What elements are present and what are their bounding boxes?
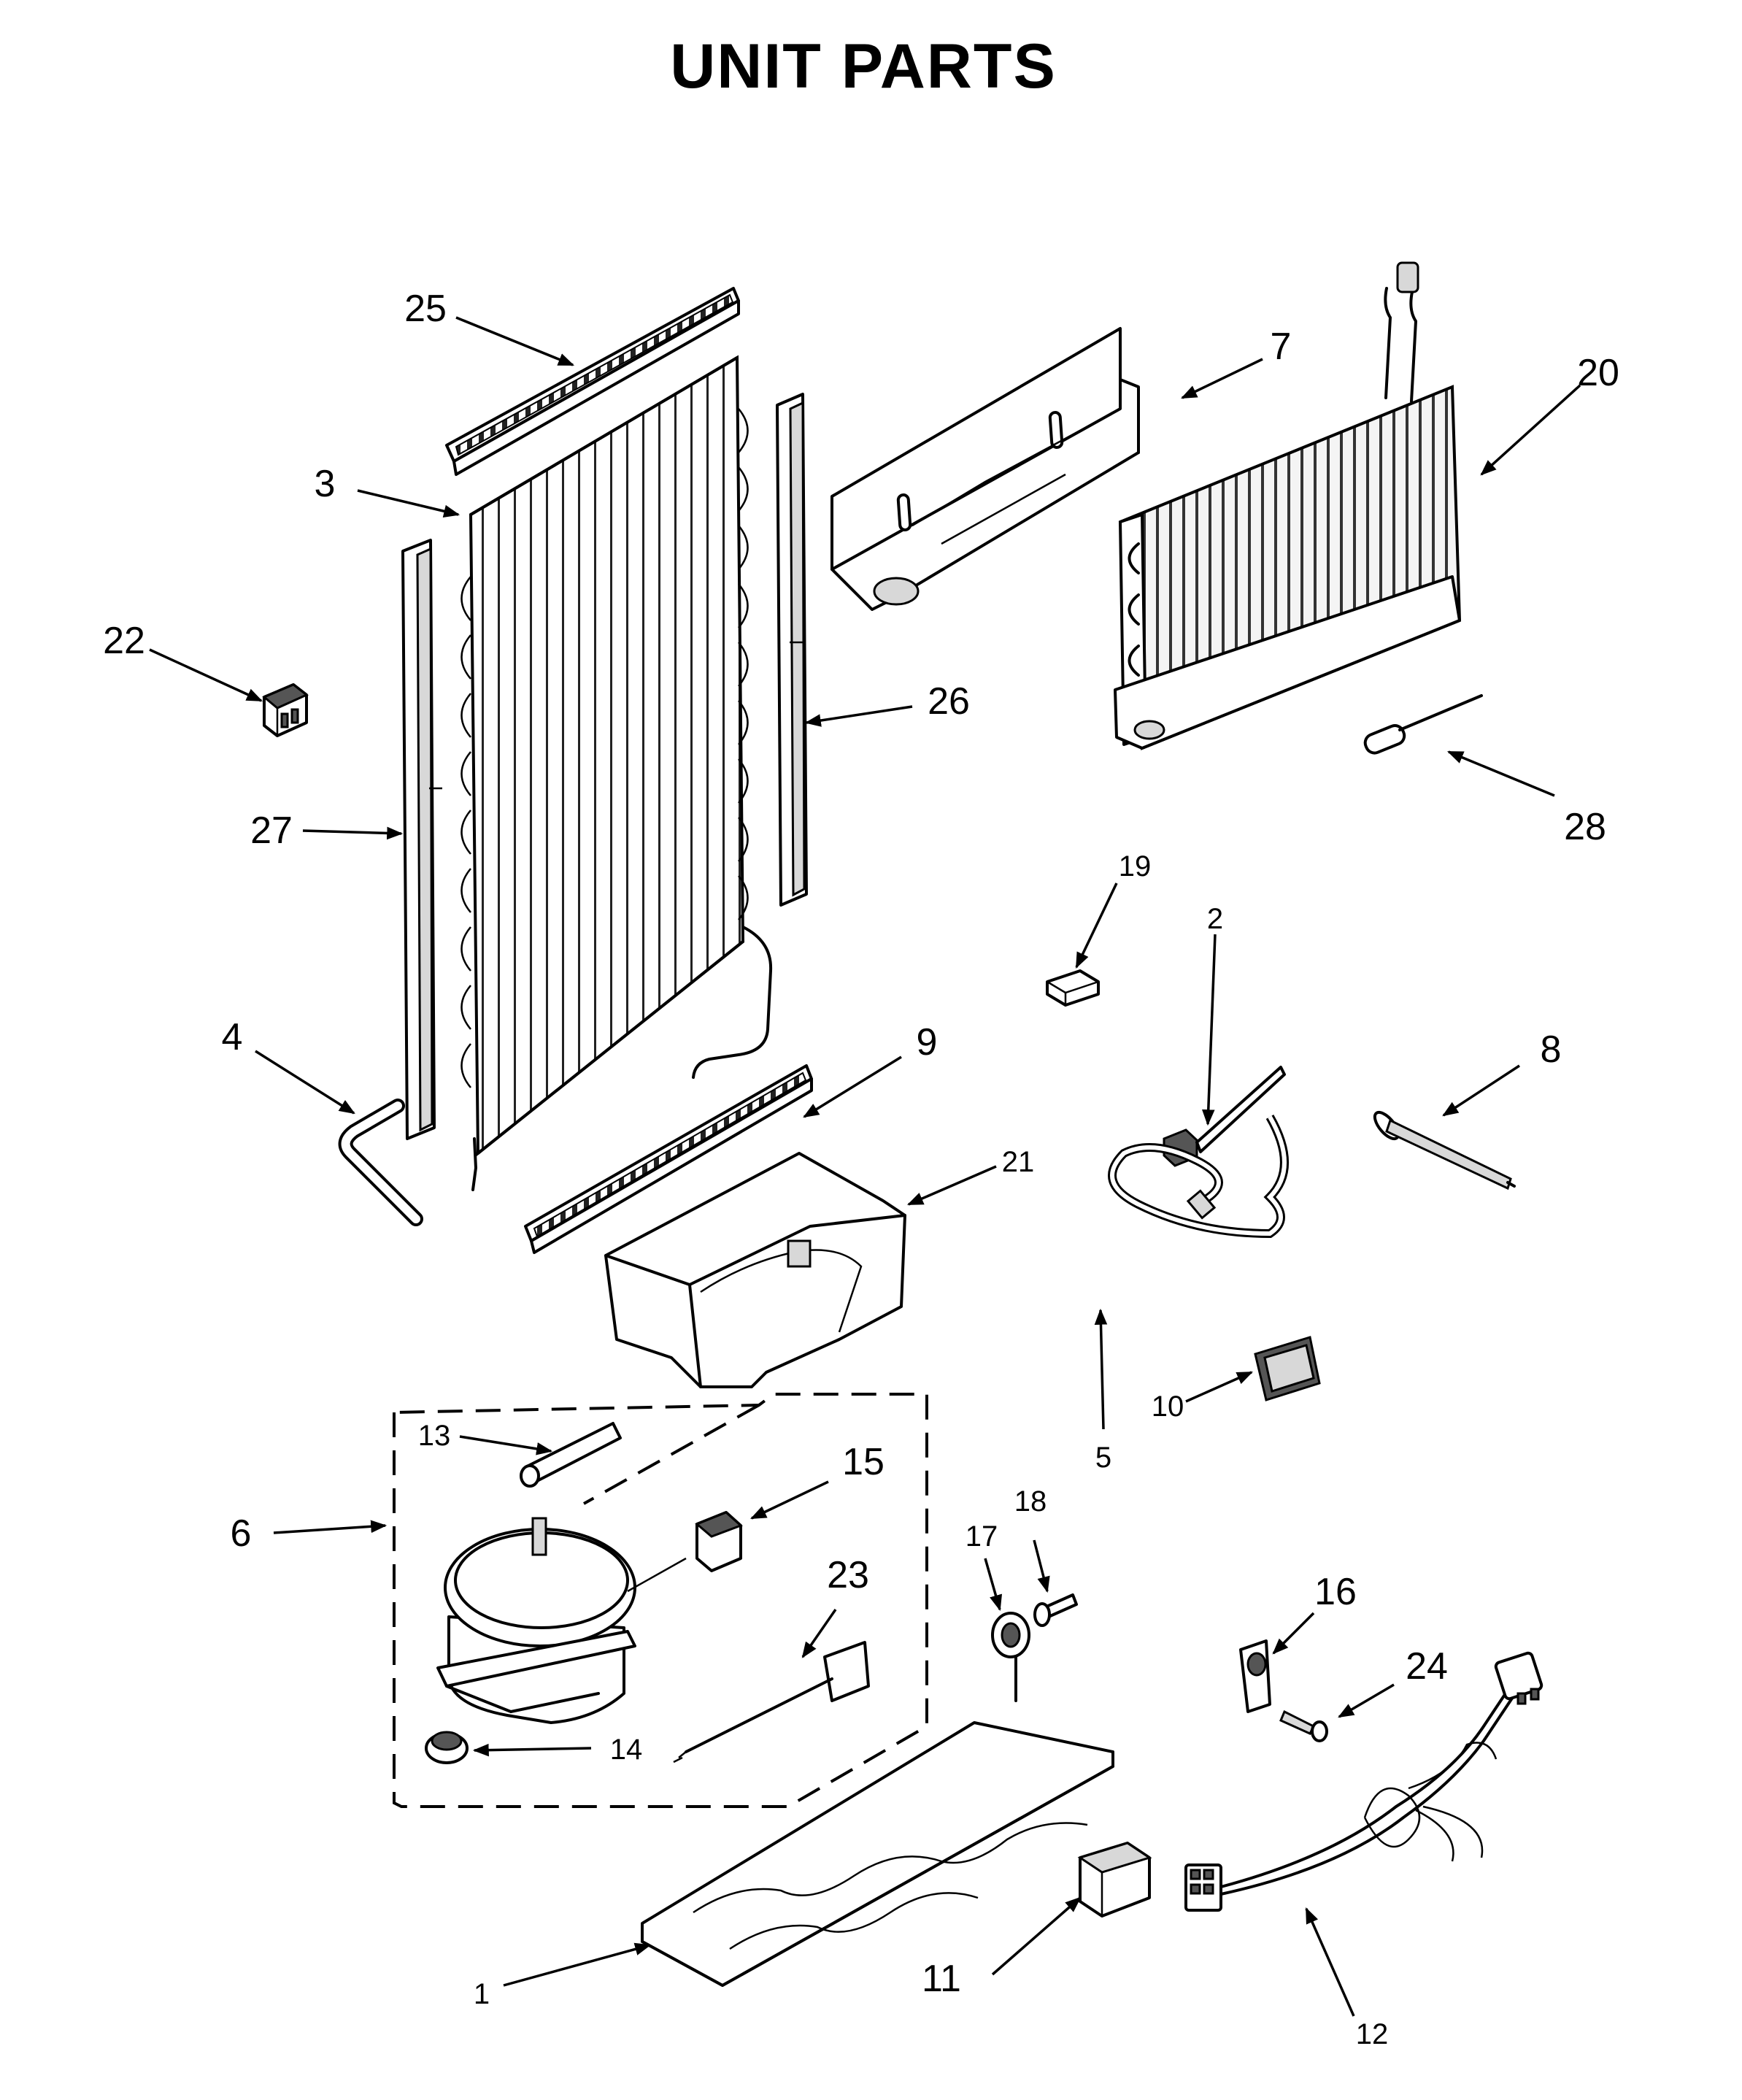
part-6-compressor-assembly-outline (393, 1393, 928, 1808)
part-24-screw (1279, 1709, 1328, 1742)
callout-3: 3 (315, 463, 336, 505)
part-3-condenser-coil (460, 355, 773, 1191)
dashed-leader-pan (583, 1404, 760, 1505)
part-11-control-box (1077, 1842, 1152, 1918)
callout-7: 7 (1271, 326, 1292, 368)
part-25-top-rail (445, 287, 740, 476)
callout-9: 9 (917, 1021, 938, 1064)
part-23-start-device (673, 1641, 870, 1764)
part-4-drain-tube (338, 1099, 423, 1226)
callout-20: 20 (1577, 352, 1619, 394)
callout-19: 19 (1119, 850, 1152, 882)
callout-10: 10 (1152, 1391, 1184, 1423)
callout-23: 23 (827, 1554, 869, 1596)
part-5-tube (1108, 1115, 1289, 1239)
page-title: UNIT PARTS (670, 31, 1057, 101)
part-22-connector (262, 683, 309, 737)
callout-21: 21 (1002, 1146, 1035, 1178)
part-18-screw (1033, 1593, 1078, 1627)
callout-11: 11 (922, 1958, 961, 2000)
part-8-screw-rod (1373, 1110, 1516, 1191)
callout-8: 8 (1541, 1028, 1562, 1071)
callout-1: 1 (474, 1978, 490, 2010)
part-1-base-plate (641, 1721, 1114, 1987)
part-17-bushing (991, 1612, 1030, 1702)
compressor-body (436, 1517, 687, 1724)
callout-5: 5 (1095, 1442, 1111, 1474)
callout-15: 15 (842, 1441, 885, 1483)
callout-2: 2 (1207, 903, 1223, 935)
callout-labels: 25 3 7 20 22 26 27 28 19 2 4 9 8 21 5 10… (103, 288, 1619, 2050)
part-14-grommet (425, 1731, 469, 1764)
part-28-sensor (1363, 694, 1483, 755)
part-9-bottom-rail (524, 1064, 813, 1254)
leader-arrows (149, 316, 1581, 2017)
callout-18: 18 (1014, 1485, 1047, 1518)
callout-16: 16 (1314, 1571, 1357, 1613)
part-15-overload (695, 1511, 743, 1572)
part-16-bracket (1239, 1639, 1271, 1713)
part-20-evaporator (1114, 261, 1462, 750)
callout-26: 26 (928, 680, 970, 723)
callout-13: 13 (418, 1420, 451, 1452)
callout-24: 24 (1406, 1645, 1448, 1688)
callout-17: 17 (966, 1520, 998, 1553)
callout-27: 27 (250, 809, 293, 852)
callout-14: 14 (610, 1734, 643, 1766)
part-21-drain-pan (604, 1152, 906, 1388)
part-27-left-rail (401, 539, 442, 1140)
callout-22: 22 (103, 620, 145, 662)
callout-28: 28 (1564, 806, 1606, 848)
part-13-drier (520, 1422, 622, 1488)
callout-4: 4 (222, 1016, 243, 1058)
callout-6: 6 (231, 1512, 252, 1555)
part-10-pad (1254, 1336, 1321, 1401)
part-7-duct-cover (830, 327, 1140, 611)
callout-12: 12 (1356, 2018, 1389, 2050)
callout-25: 25 (404, 288, 447, 330)
part-26-right-rail (776, 393, 808, 907)
part-12-wire-harness (1184, 1651, 1543, 1912)
part-19-block (1046, 969, 1100, 1007)
